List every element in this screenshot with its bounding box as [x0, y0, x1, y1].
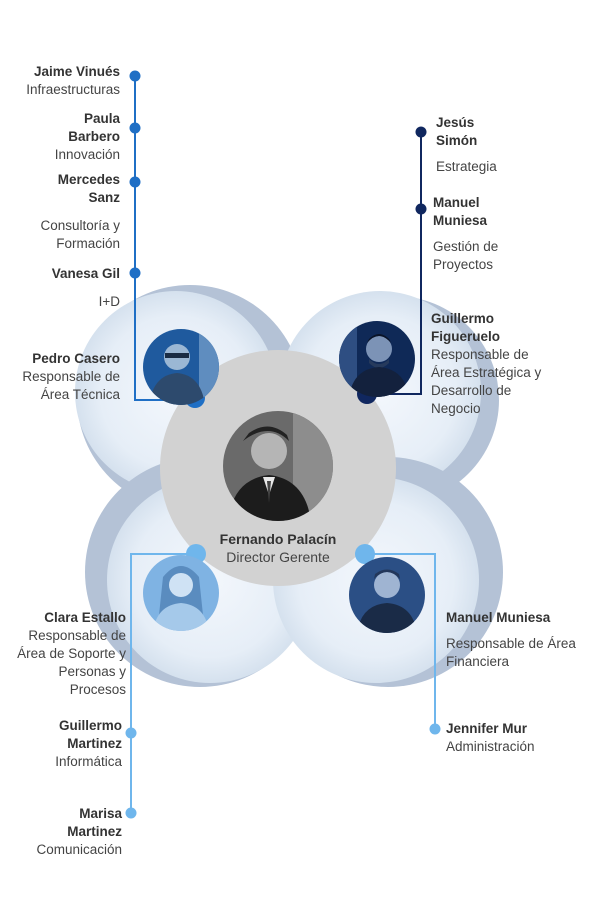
avatar-photo-icon: [339, 321, 415, 397]
director-name: Fernando Palacín: [219, 531, 337, 547]
head-clara-estallo: Clara Estallo Responsable de Área de Sop…: [0, 609, 126, 699]
avatar-director: [223, 411, 333, 521]
member-name: Jennifer Mur: [446, 721, 528, 736]
member-role: I+D: [98, 294, 120, 309]
connector-dot: [129, 70, 141, 82]
member-role: Comunicación: [36, 842, 122, 857]
connector-dot: [415, 203, 427, 215]
head-name: Manuel Muniesa: [446, 610, 551, 625]
head-manuel-muniesa-finance: Manuel Muniesa Responsable de Área Finan…: [446, 609, 596, 671]
connector-bottom-right: [355, 544, 441, 735]
avatar-photo-icon: [143, 555, 219, 631]
director-label: Fernando Palacín Director Gerente: [198, 530, 358, 566]
member-name: Marisa Martinez: [67, 806, 122, 839]
member-name: Jesús Simón: [436, 115, 478, 148]
member-role: Informática: [55, 754, 122, 769]
member-manuel-muniesa-projects: Manuel Muniesa Gestión de Proyectos: [433, 194, 513, 274]
avatar-top-left-head: [143, 329, 219, 405]
head-role: Responsable de Área Técnica: [22, 369, 120, 402]
avatar-top-right-head: [339, 321, 415, 397]
connector-dot: [429, 723, 441, 735]
member-name: Vanesa Gil: [51, 266, 120, 281]
avatar-bottom-left-head: [143, 555, 219, 631]
member-vanesa-gil: Vanesa Gil I+D: [50, 265, 120, 311]
member-role: Consultoría y Formación: [40, 218, 120, 251]
member-name: Mercedes Sanz: [57, 172, 120, 205]
member-role: Gestión de Proyectos: [433, 239, 499, 272]
member-name: Guillermo Martinez: [58, 718, 122, 751]
head-role: Responsable de Área de Soporte y Persona…: [17, 628, 126, 697]
member-name: Paula Barbero: [68, 111, 120, 144]
member-mercedes-sanz: Mercedes Sanz Consultoría y Formación: [30, 171, 120, 253]
head-name: Pedro Casero: [32, 351, 120, 366]
connector-dot: [415, 126, 427, 138]
head-name: Clara Estallo: [44, 610, 126, 625]
connector-node: [355, 544, 375, 564]
member-jaime-vinues: Jaime Vinués Infraestructuras: [0, 63, 120, 99]
member-role: Infraestructuras: [26, 82, 120, 97]
member-name: Manuel Muniesa: [433, 195, 488, 228]
avatar-photo-icon: [223, 411, 333, 521]
connector-dot: [125, 727, 137, 739]
avatar-bottom-right-head: [349, 557, 425, 633]
connector-dot: [129, 176, 141, 188]
member-marisa-martinez: Marisa Martinez Comunicación: [20, 805, 122, 859]
member-jennifer-mur: Jennifer Mur Administración: [446, 720, 576, 756]
head-role: Responsable de Área Financiera: [446, 636, 576, 669]
connector-dot: [129, 267, 141, 279]
head-pedro-casero: Pedro Casero Responsable de Área Técnica: [8, 350, 120, 404]
member-jesus-simon: Jesús Simón Estrategia: [436, 114, 516, 176]
avatar-photo-icon: [143, 329, 219, 405]
member-name: Jaime Vinués: [33, 64, 120, 79]
director-role: Director Gerente: [226, 549, 330, 565]
head-guillermo-figueruelo: Guillermo Figueruelo Responsable de Área…: [431, 310, 555, 418]
head-role: Responsable de Área Estratégica y Desarr…: [431, 347, 542, 416]
member-paula-barbero: Paula Barbero Innovación: [40, 110, 120, 164]
avatar-photo-icon: [349, 557, 425, 633]
member-role: Administración: [446, 739, 535, 754]
member-guillermo-martinez: Guillermo Martinez Informática: [36, 717, 122, 771]
connector-dot: [129, 122, 141, 134]
member-role: Innovación: [54, 147, 120, 162]
member-role: Estrategia: [436, 159, 497, 174]
connector-dot: [125, 807, 137, 819]
head-name: Guillermo Figueruelo: [431, 311, 501, 344]
